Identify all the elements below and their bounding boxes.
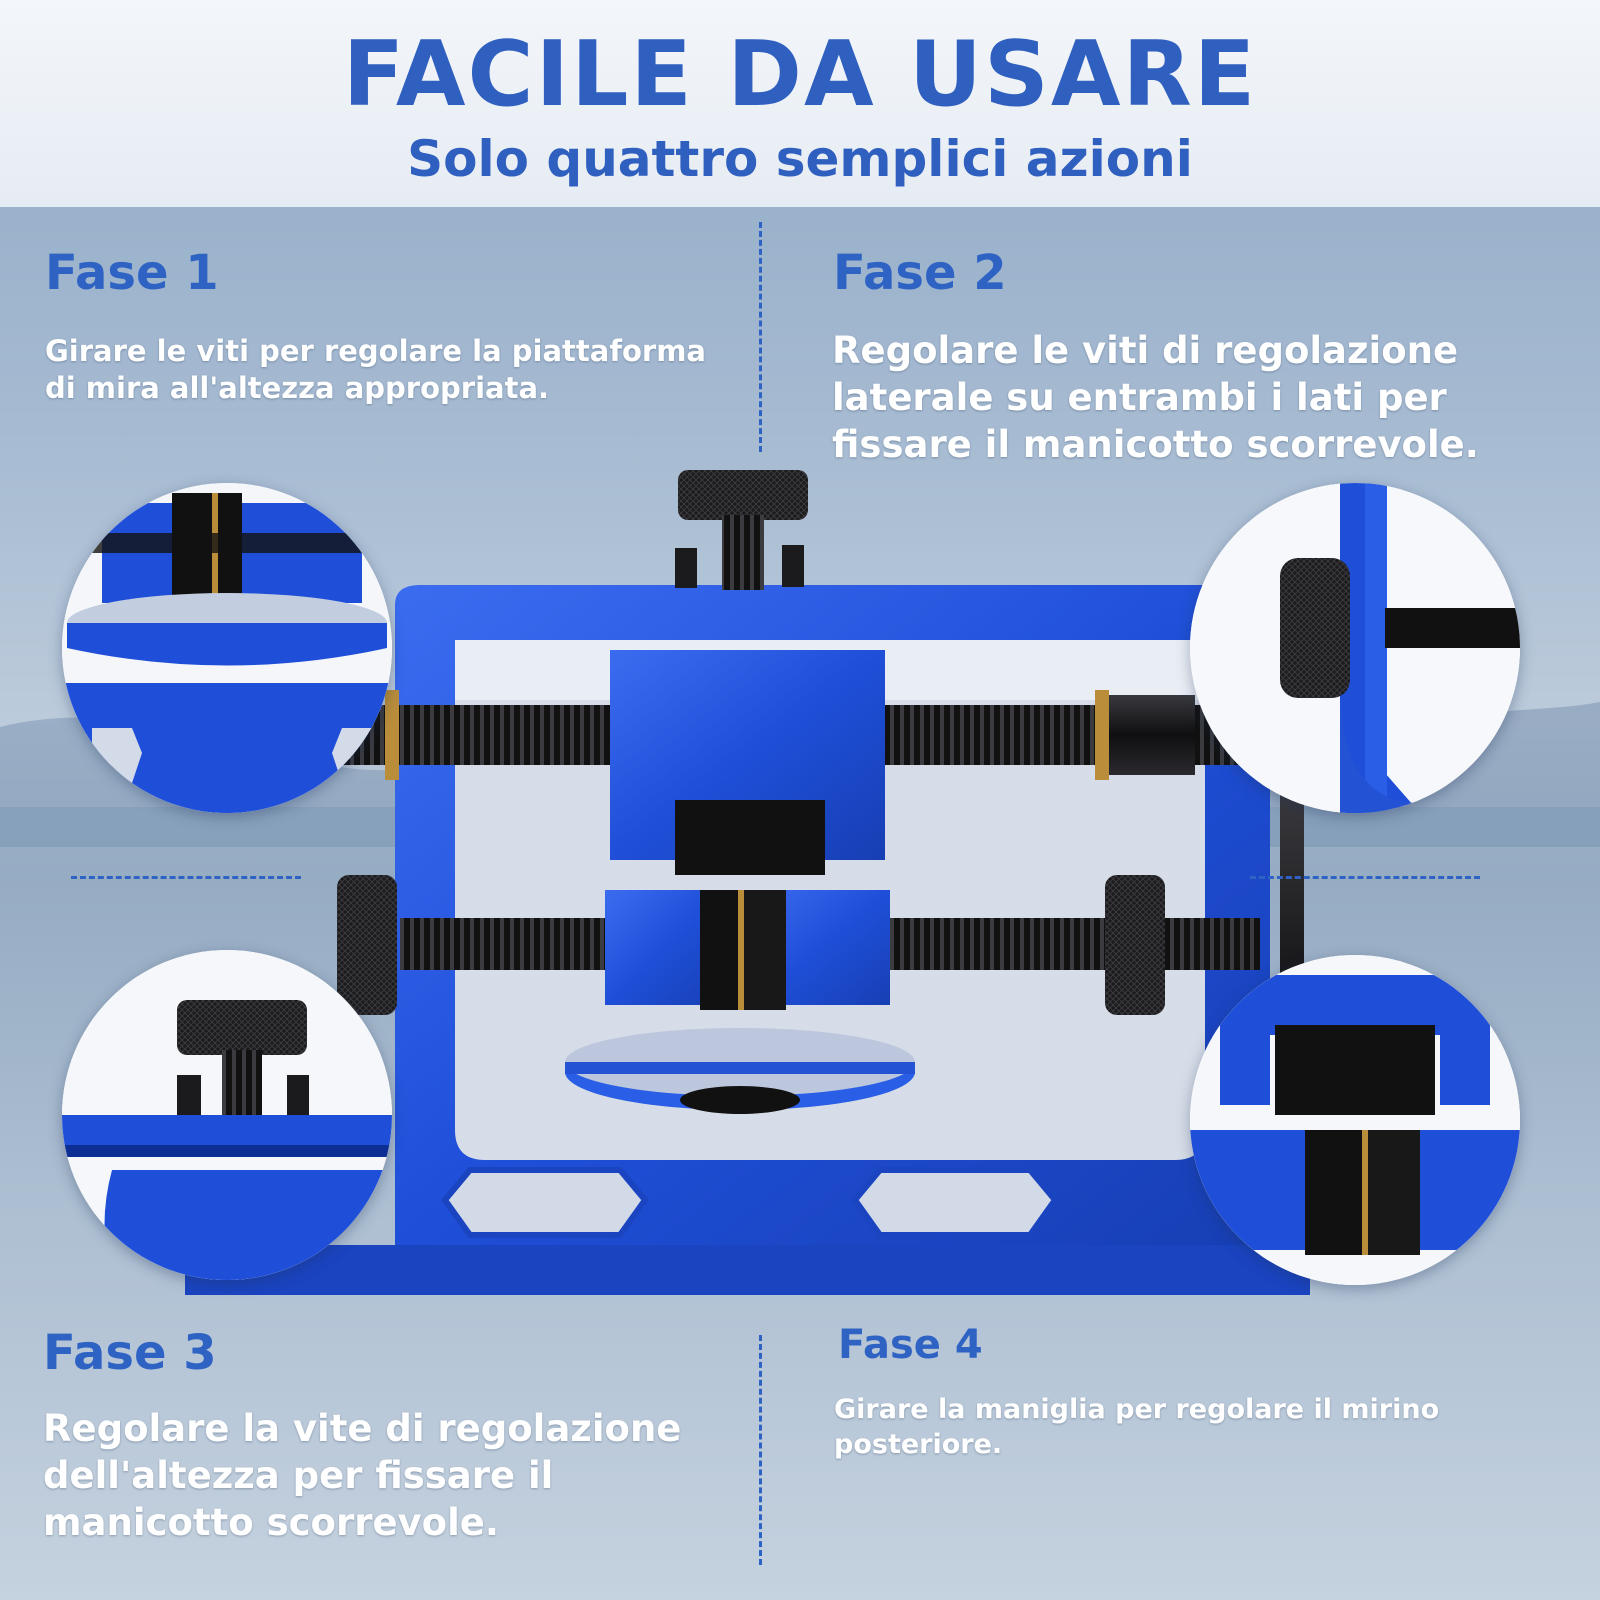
detail-circle-step-4 bbox=[1190, 955, 1520, 1285]
step-3-text: Regolare la vite di regolazione dell'alt… bbox=[43, 1407, 682, 1544]
step-1-title: Fase 1 bbox=[45, 245, 219, 301]
step-1-text: Girare le viti per regolare la piattafor… bbox=[45, 334, 706, 405]
step-2-text: Regolare le viti di regolazione laterale… bbox=[832, 329, 1479, 466]
detail-circle-step-3 bbox=[62, 950, 392, 1280]
step-4-title: Fase 4 bbox=[838, 1322, 983, 1368]
divider-top bbox=[759, 222, 762, 452]
step-2-title: Fase 2 bbox=[833, 245, 1007, 301]
step-4-text: Girare la maniglia per regolare il mirin… bbox=[834, 1394, 1440, 1460]
page-subtitle: Solo quattro semplici azioni bbox=[407, 130, 1193, 188]
detail-circle-step-2 bbox=[1190, 483, 1520, 813]
divider-right bbox=[1250, 876, 1480, 879]
divider-bottom bbox=[759, 1335, 762, 1565]
step-3-title: Fase 3 bbox=[43, 1325, 217, 1381]
detail-circle-step-1 bbox=[62, 483, 392, 813]
header-band: FACILE DA USARE Solo quattro semplici az… bbox=[0, 0, 1600, 207]
page-title: FACILE DA USARE bbox=[342, 22, 1258, 127]
divider-left bbox=[71, 876, 301, 879]
